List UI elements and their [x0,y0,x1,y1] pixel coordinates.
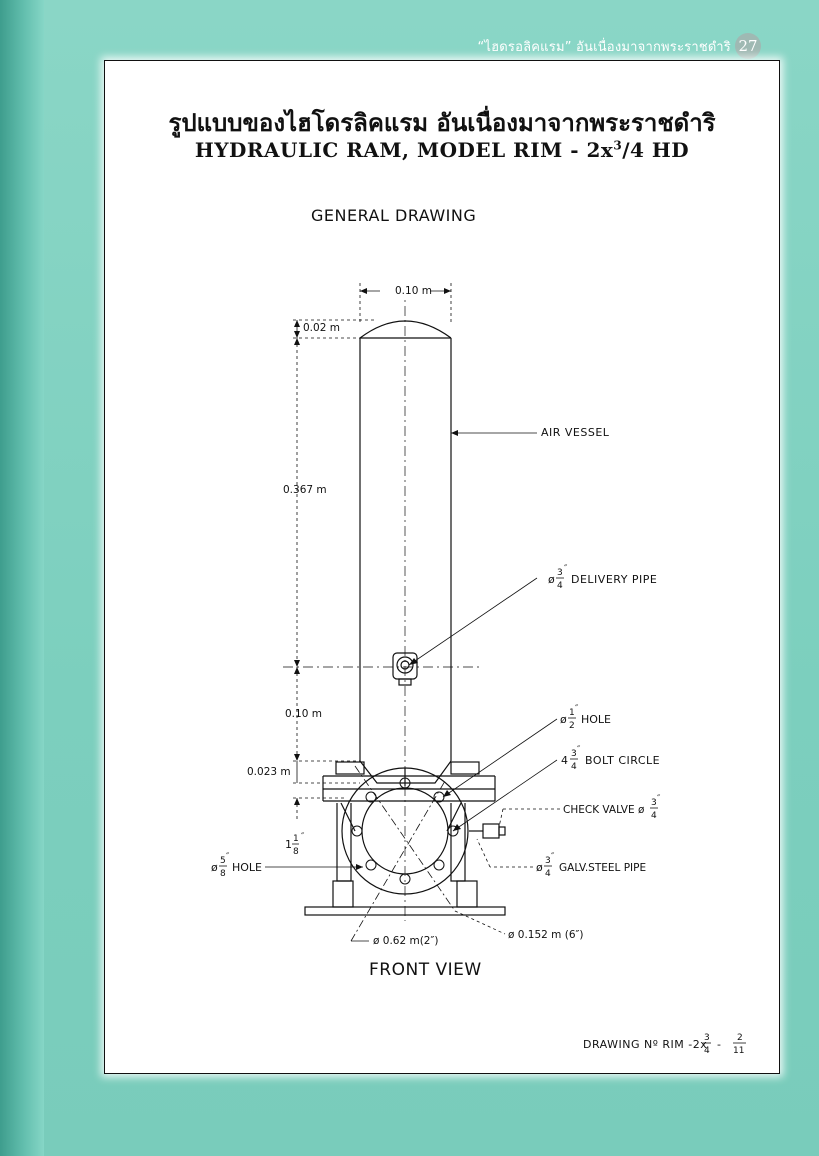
dim-outlet-height: 0.10 m [285,708,322,720]
galv-pipe-phi: ø [536,861,543,874]
centerlines [283,286,483,921]
check-valve-unit: ″ [657,794,661,804]
leader-lines [265,432,560,868]
bolt-holes [351,777,459,885]
hole-five-den: 8 [220,869,226,879]
delivery-pipe-phi: ø [548,573,555,586]
dim-flange-unit: ″ [301,832,305,842]
title-english-prefix: HYDRAULIC RAM, MODEL RIM - 2x [194,138,614,162]
label-galv-pipe: GALV.STEEL PIPE [559,862,646,874]
callout-labels: AIR VESSEL ø 3 4 ″ DELIVERY PIPE ø 1 2 ″… [211,426,661,879]
drawing-number-prefix: DRAWING Nº RIM -2x [583,1038,707,1051]
dim-flange-whole: 1 [285,838,292,851]
book-spine [0,0,44,1156]
dim-inner-diameter: ø 0.62 m(2″) [373,935,439,947]
hole-half-num: 1 [569,708,575,718]
dim-outer-diameter: ø 0.152 m (6″) [508,929,584,941]
drawing-number-dash: - [717,1038,721,1051]
bolt-circle-den: 4 [571,762,577,772]
label-bolt-circle: BOLT CIRCLE [585,754,660,767]
technical-drawing: GENERAL DRAWING [211,206,746,1056]
title-english-sup: 3 [613,138,623,153]
hole-five-phi: ø [211,861,218,874]
delivery-pipe-num: 3 [557,568,563,578]
dim-flange-num: 1 [293,834,299,844]
drawing-number-sheet-den: 11 [733,1046,744,1056]
check-valve-num: 3 [651,798,657,808]
title-english: HYDRAULIC RAM, MODEL RIM - 2x3/4 HD [105,138,779,162]
galv-pipe-unit: ″ [551,852,555,862]
label-delivery-pipe: DELIVERY PIPE [571,573,657,586]
dimension-labels: 0.10 m 0.02 m 0.367 m 0.10 m 0.023 m 1 1… [247,283,584,947]
dim-vessel-height: 0.367 m [283,484,327,496]
label-check-valve: CHECK VALVE ø [563,804,645,816]
drawing-number-num: 3 [704,1033,710,1043]
bolt-circle-whole: 4 [561,754,568,767]
leader-arrowheads [356,430,461,870]
dim-vessel-width: 0.10 m [395,285,432,297]
bolt-circle-unit: ″ [577,745,581,755]
drawing-heading: GENERAL DRAWING [311,206,476,225]
galv-pipe-num: 3 [545,856,551,866]
title-english-suffix: /4 HD [622,138,690,162]
running-header: “ไฮดรอลิคแรม” อันเนื่องมาจากพระราชดำริ [477,40,731,55]
hole-half-phi: ø [560,713,567,726]
page-number: 27 [735,33,761,59]
label-hole-half: HOLE [581,713,611,726]
dim-cap-height: 0.02 m [303,322,340,334]
delivery-pipe-fitting [392,652,418,686]
dim-base-height: 0.023 m [247,766,291,778]
bolt-circle-num: 3 [571,749,577,759]
drawing-number-den: 4 [704,1046,710,1056]
hole-half-den: 2 [569,721,575,731]
dimension-arrows [294,288,451,805]
delivery-pipe-den: 4 [557,581,563,591]
pump-base-assembly [304,761,506,916]
label-hole-five: HOLE [232,861,262,874]
galv-pipe-den: 4 [545,869,551,879]
delivery-pipe-unit: ″ [564,564,568,574]
dimension-lines [293,283,452,821]
diameter-lines [350,765,506,942]
dim-flange-den: 8 [293,847,299,857]
hole-five-unit: ″ [226,852,230,862]
check-valve-den: 4 [651,811,657,821]
drawing-number-sheet-num: 2 [737,1033,743,1043]
view-name: FRONT VIEW [369,960,482,980]
air-vessel-outline [359,320,452,784]
label-air-vessel: AIR VESSEL [541,426,610,439]
drawing-number: DRAWING Nº RIM -2x 3 4 - 2 11 [583,1033,746,1056]
check-valve [469,823,506,839]
hole-half-unit: ″ [575,704,579,714]
hole-five-num: 5 [220,856,226,866]
title-thai: รูปแบบของไฮโดรลิคแรม อันเนื่องมาจากพระรา… [168,109,716,137]
drawing-sheet: รูปแบบของไฮโดรลิคแรม อันเนื่องมาจากพระรา… [104,60,780,1074]
